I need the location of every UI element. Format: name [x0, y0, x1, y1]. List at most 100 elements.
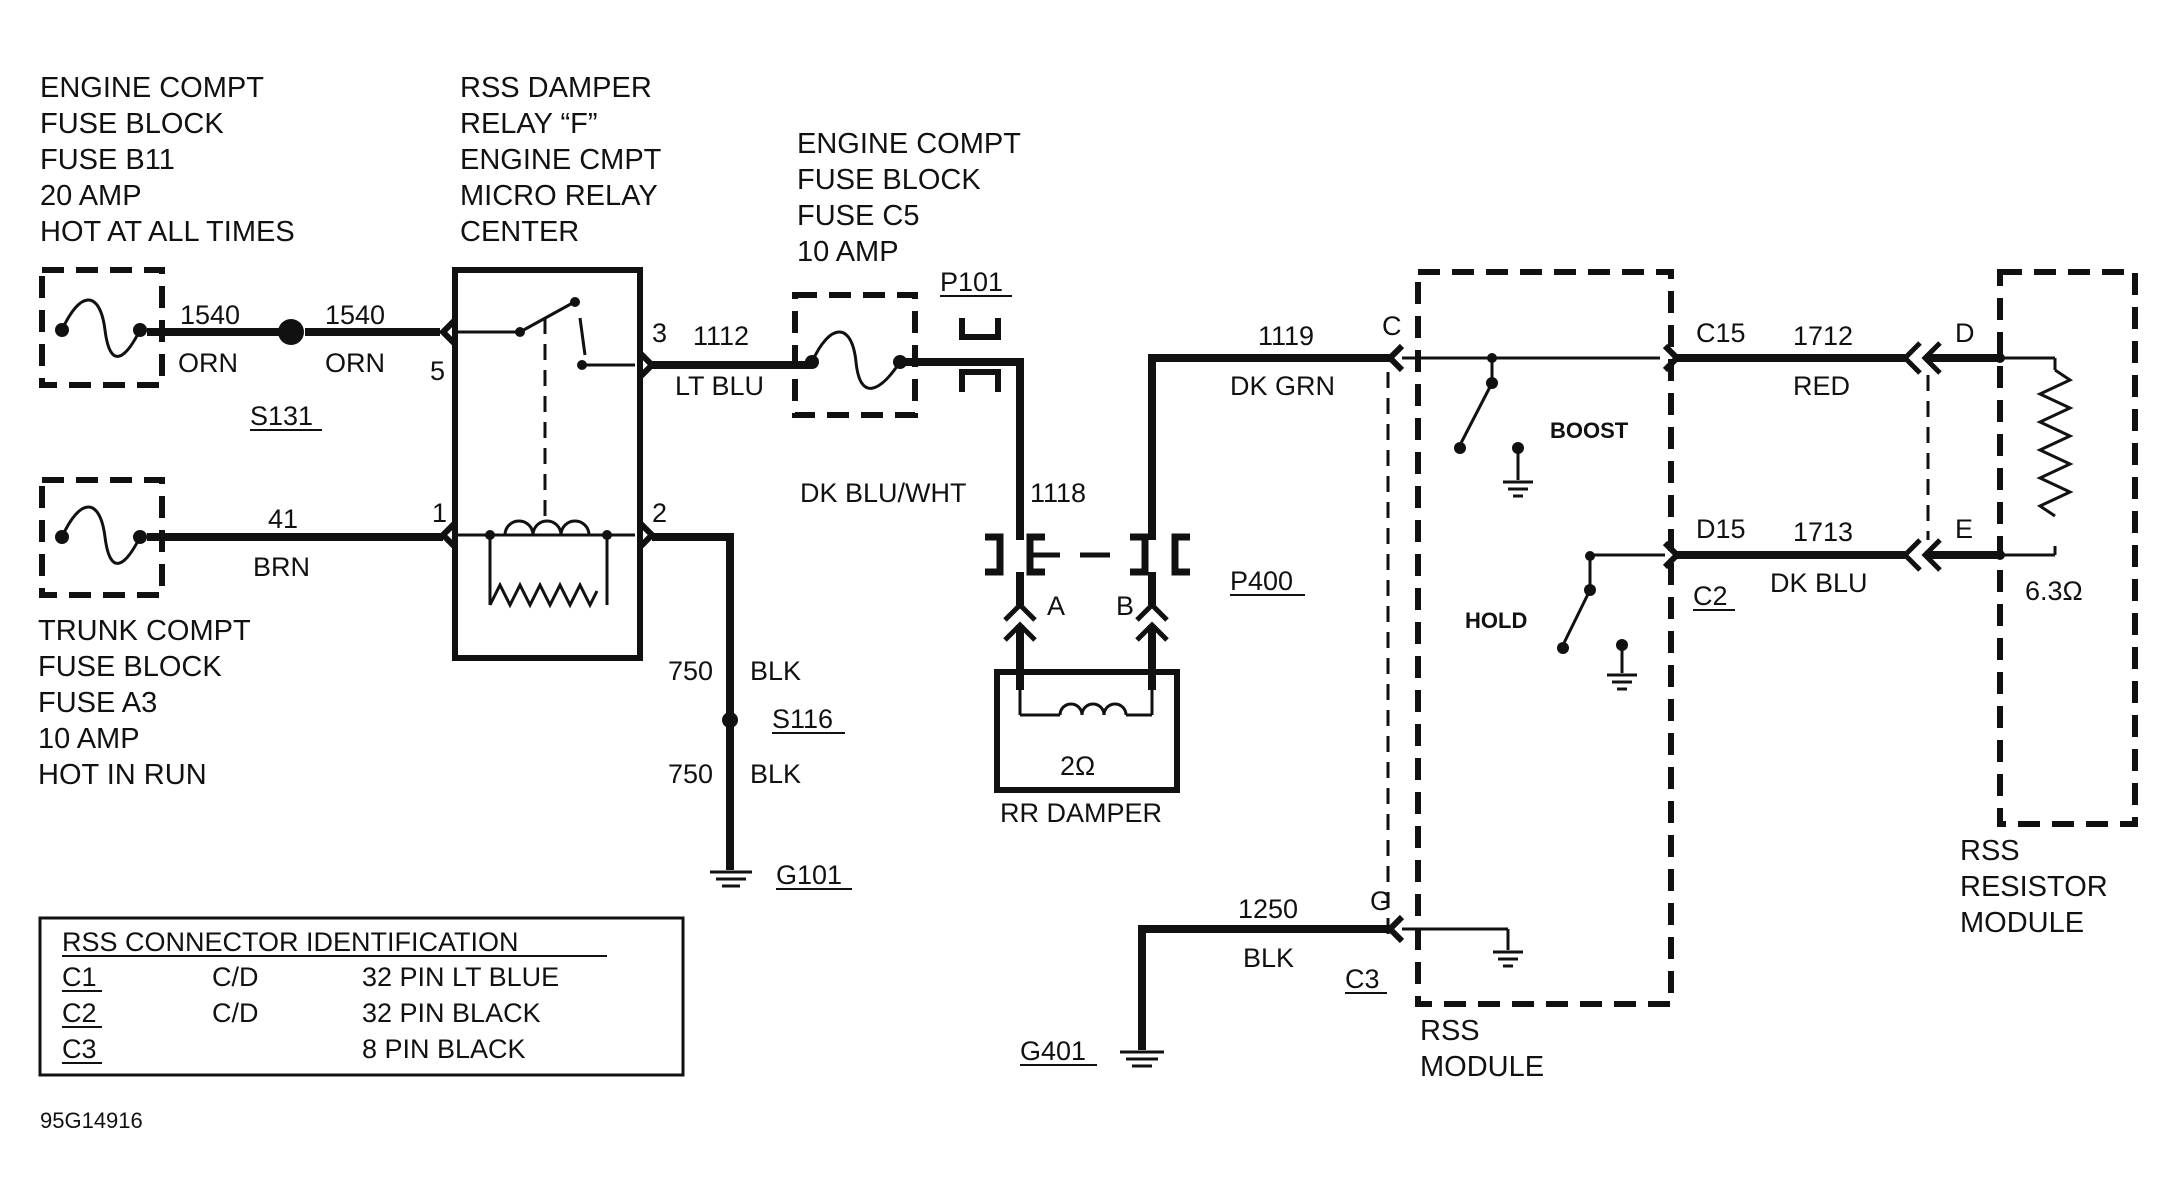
- resistor-connectors: [1901, 341, 2000, 572]
- wire-color: RED: [1793, 371, 1850, 401]
- damper-pin-a: A: [1047, 591, 1065, 621]
- connector-c3: C3: [1345, 964, 1380, 994]
- wire-color: DK BLU: [1770, 568, 1868, 598]
- legend-type: C/D: [212, 998, 259, 1028]
- relay-pin-5: 5: [430, 356, 445, 386]
- connector-legend: RSS CONNECTOR IDENTIFICATION C1 C/D 32 P…: [38, 916, 685, 1077]
- wire-color: ORN: [325, 348, 385, 378]
- ground-g101-icon: [710, 870, 752, 888]
- module-pin-g: G: [1370, 886, 1391, 916]
- fuse-c5-line: FUSE BLOCK: [797, 164, 981, 196]
- legend-title: RSS CONNECTOR IDENTIFICATION: [62, 927, 519, 957]
- splice-s131-label: S131: [250, 401, 313, 431]
- relay-pin-3: 3: [652, 318, 667, 348]
- figure-id: 95G14916: [40, 1108, 143, 1133]
- rss-damper-relay: [438, 267, 657, 661]
- p400-connector: [985, 533, 1190, 576]
- relay-line: MICRO RELAY: [460, 180, 658, 212]
- legend-type: C/D: [212, 962, 259, 992]
- rr-damper: [994, 669, 1180, 793]
- resistor-pin-d: D: [1955, 318, 1975, 348]
- resistor-pin-e: E: [1955, 514, 1973, 544]
- damper-resistance: 2Ω: [1060, 751, 1095, 781]
- fuse-a3-symbol: [39, 477, 165, 598]
- wire-color: BLK: [750, 759, 801, 789]
- fuse-c5-line: ENGINE COMPT: [797, 128, 1021, 160]
- wire-color: BRN: [253, 552, 310, 582]
- fuse-b11-line: HOT AT ALL TIMES: [40, 216, 295, 248]
- fuse-a3-line: FUSE BLOCK: [38, 651, 222, 683]
- resistor-module-line: RESISTOR: [1960, 871, 2108, 903]
- ground-g401-label: G401: [1020, 1036, 1086, 1066]
- connector-c15: C15: [1696, 318, 1746, 348]
- fuse-b11-line: FUSE B11: [40, 144, 175, 176]
- fuse-a3-label: TRUNK COMPT FUSE BLOCK FUSE A3 10 AMP HO…: [38, 615, 251, 791]
- ground-g401-icon: [1120, 1050, 1164, 1068]
- fuse-a3-line: FUSE A3: [38, 687, 157, 719]
- fuse-c5-label: ENGINE COMPT FUSE BLOCK FUSE C5 10 AMP: [797, 128, 1021, 268]
- fuse-c5-line: 10 AMP: [797, 236, 899, 268]
- damper-pin-b: B: [1116, 591, 1134, 621]
- rss-module-line: RSS: [1420, 1015, 1480, 1047]
- resistor-value: 6.3Ω: [2025, 576, 2083, 606]
- module-pin-c: C: [1382, 311, 1402, 341]
- fuse-c5-line: FUSE C5: [797, 200, 919, 232]
- legend-id: C3: [62, 1034, 97, 1064]
- wire-number: 1540: [325, 300, 385, 330]
- wire-color: DK GRN: [1230, 371, 1335, 401]
- wire-color: ORN: [178, 348, 238, 378]
- relay-line: CENTER: [460, 216, 579, 248]
- wire-number: 750: [668, 656, 713, 686]
- rss-module-label: RSS MODULE: [1420, 1015, 1544, 1083]
- splice-s116-dot: [722, 712, 738, 728]
- connector-d15: D15: [1696, 514, 1746, 544]
- splice-s131-dot: [278, 319, 304, 345]
- resistor-module-line: MODULE: [1960, 907, 2084, 939]
- legend-desc: 32 PIN LT BLUE: [362, 962, 559, 992]
- wire-number: 1112: [693, 321, 749, 351]
- wire-number: 1712: [1793, 321, 1853, 351]
- legend-id: C1: [62, 962, 97, 992]
- legend-desc: 8 PIN BLACK: [362, 1034, 526, 1064]
- wire-number: 750: [668, 759, 713, 789]
- p101-label: P101: [940, 267, 1003, 297]
- legend-id: C2: [62, 998, 97, 1028]
- wire-color: LT BLU: [675, 371, 764, 401]
- wire-number: 1118: [1030, 478, 1086, 508]
- wire-number: 1119: [1258, 321, 1314, 351]
- wire-number: 1713: [1793, 517, 1853, 547]
- relay-label: RSS DAMPER RELAY “F” ENGINE CMPT MICRO R…: [460, 72, 662, 248]
- fuse-b11-line: FUSE BLOCK: [40, 108, 224, 140]
- hold-label: HOLD: [1465, 608, 1527, 633]
- relay-pin-1: 1: [432, 498, 447, 528]
- resistor-module-label: RSS RESISTOR MODULE: [1960, 835, 2108, 939]
- fuse-a3-line: TRUNK COMPT: [38, 615, 251, 647]
- wire-color: BLK: [750, 656, 801, 686]
- p400-label: P400: [1230, 566, 1293, 596]
- fuse-b11-label: ENGINE COMPT FUSE BLOCK FUSE B11 20 AMP …: [40, 72, 295, 248]
- wire-color: BLK: [1243, 943, 1294, 973]
- fuse-a3-line: HOT IN RUN: [38, 759, 207, 791]
- fuse-b11-symbol: [39, 267, 165, 388]
- ground-g101-label: G101: [776, 860, 842, 890]
- boost-label: BOOST: [1550, 418, 1629, 443]
- resistor-module-line: RSS: [1960, 835, 2020, 867]
- rss-resistor-module: [1995, 269, 2138, 827]
- fuse-a3-line: 10 AMP: [38, 723, 140, 755]
- fuse-c5-symbol: [792, 292, 918, 418]
- relay-pin-2: 2: [652, 498, 667, 528]
- fuse-b11-line: 20 AMP: [40, 180, 142, 212]
- splice-s116-label: S116: [772, 704, 833, 734]
- wire-number: 1250: [1238, 894, 1298, 924]
- p101-connector: [959, 318, 1001, 392]
- wire-color: DK BLU/WHT: [800, 478, 967, 508]
- legend-desc: 32 PIN BLACK: [362, 998, 541, 1028]
- rss-module: [1385, 269, 1682, 1007]
- connector-c2: C2: [1693, 581, 1728, 611]
- rss-module-line: MODULE: [1420, 1051, 1544, 1083]
- damper-name: RR DAMPER: [1000, 798, 1162, 828]
- wire-number: 1540: [180, 300, 240, 330]
- relay-line: RELAY “F”: [460, 108, 598, 140]
- fuse-b11-line: ENGINE COMPT: [40, 72, 264, 104]
